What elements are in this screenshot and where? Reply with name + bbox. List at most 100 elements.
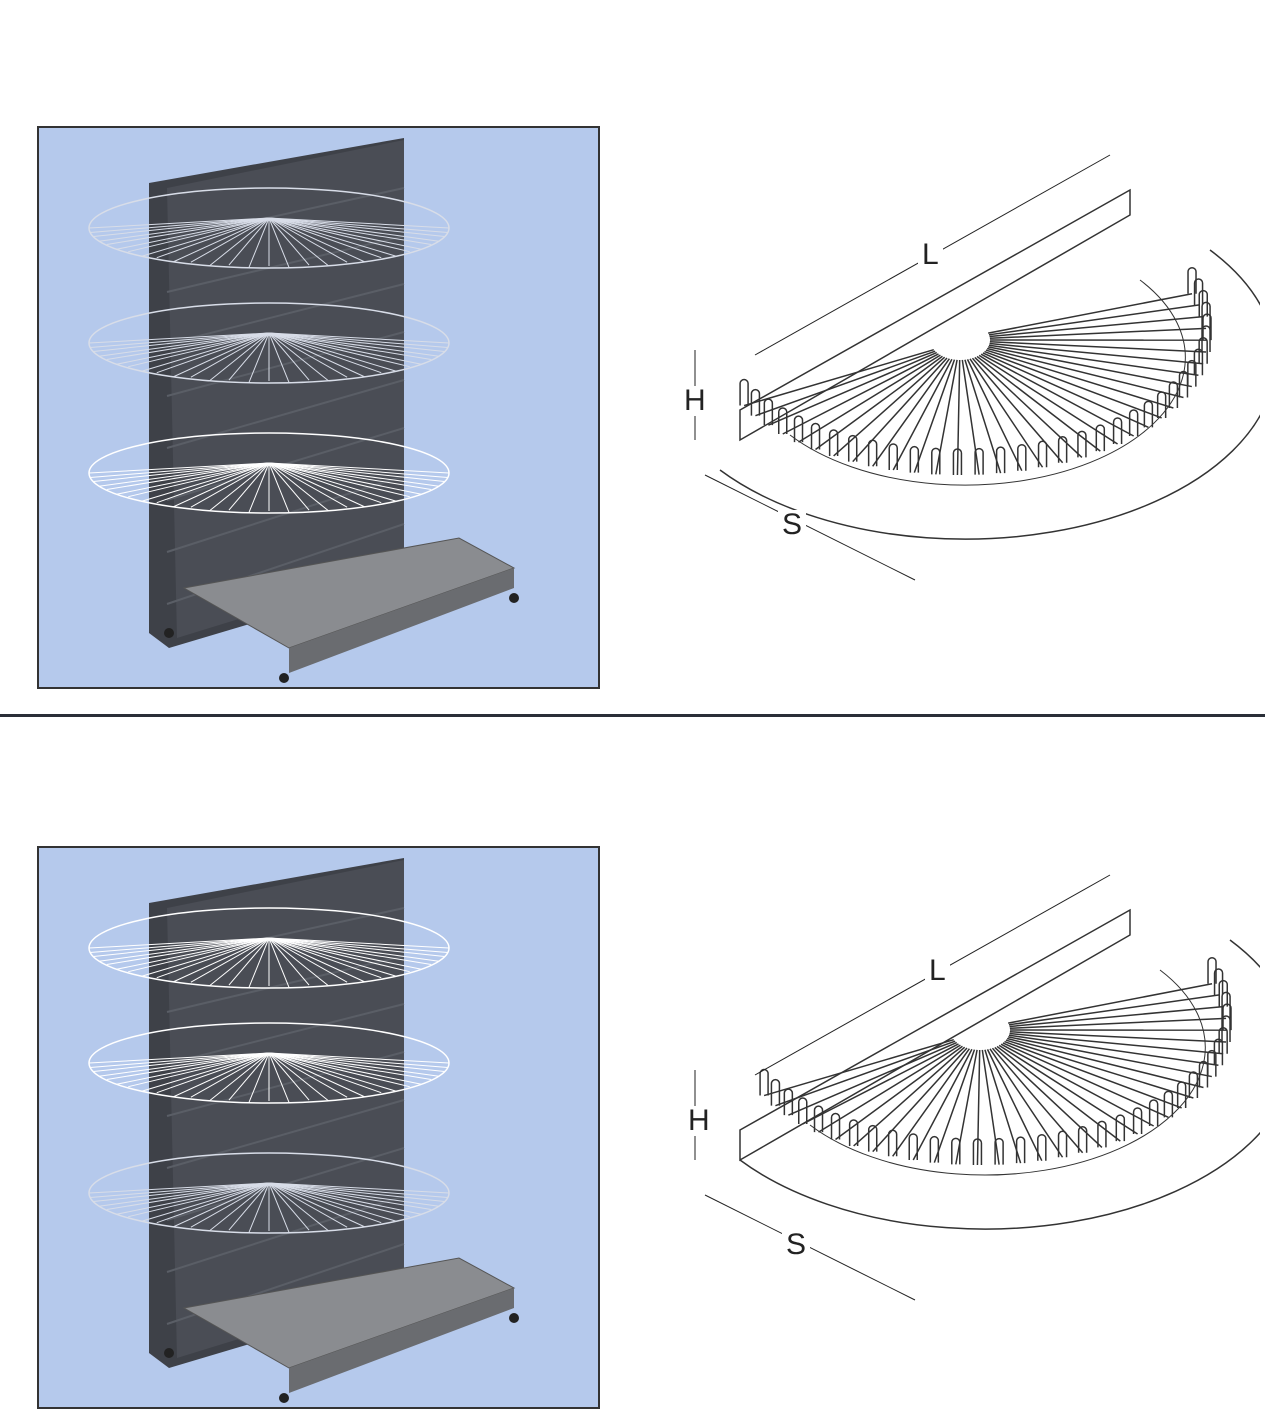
fan-basket-wire bbox=[248, 462, 270, 513]
fan-wire-hook bbox=[847, 434, 858, 462]
fan-wire-hook bbox=[1218, 979, 1229, 1007]
fan-basket-wire bbox=[190, 1052, 270, 1098]
fan-wire-hook bbox=[1187, 359, 1197, 387]
fan-basket-wire bbox=[268, 462, 310, 511]
fan-wire-spoke bbox=[872, 358, 951, 467]
panel-slat-line bbox=[166, 1195, 405, 1273]
fan-basket-wire bbox=[268, 332, 397, 372]
fan-basket-wire bbox=[268, 462, 397, 502]
fan-wire-hook bbox=[867, 1124, 878, 1152]
fan-basket-wire bbox=[268, 462, 348, 508]
panel-slat-line bbox=[166, 475, 405, 553]
fan-basket-wire bbox=[268, 1052, 422, 1085]
fan-basket-wire bbox=[268, 1052, 310, 1101]
fan-wire-spoke bbox=[964, 359, 1002, 474]
fan-basket-wire bbox=[173, 332, 270, 378]
fan-wire-hook bbox=[1201, 325, 1211, 352]
fan-wire-hook bbox=[1201, 301, 1211, 329]
fan-basket-wire bbox=[268, 462, 290, 513]
dimension-label-length: L bbox=[925, 956, 950, 986]
fan-basket-wire bbox=[268, 332, 329, 382]
fan-basket-wire bbox=[268, 217, 290, 268]
fan-wire-hook bbox=[1213, 1038, 1224, 1066]
shelving-render-panel-bottom bbox=[37, 846, 600, 1409]
fan-basket-wire bbox=[90, 462, 270, 478]
fan-basket-wire bbox=[128, 1182, 270, 1218]
fan-basket-wire bbox=[268, 217, 365, 263]
fan-basket-wire bbox=[268, 1182, 439, 1207]
fan-wire-hook bbox=[1057, 436, 1068, 463]
base-shelf-front bbox=[289, 1288, 514, 1393]
fan-wire-hook bbox=[929, 1135, 940, 1163]
fan-wire-hook bbox=[1176, 1081, 1187, 1108]
fan-basket-wire bbox=[268, 217, 310, 266]
fan-basket-wire bbox=[268, 937, 445, 957]
fan-wire-hook bbox=[1077, 430, 1087, 458]
fan-basket-wire bbox=[88, 937, 270, 949]
fan-basket-wire bbox=[268, 217, 348, 263]
fan-wire-spoke bbox=[782, 353, 939, 435]
fan-wire-hook bbox=[1015, 1136, 1026, 1164]
fan-wire-spoke bbox=[1009, 1031, 1227, 1043]
fan-basket-wire bbox=[268, 1052, 290, 1103]
fan-basket-wire bbox=[268, 217, 329, 267]
fan-basket-wire bbox=[156, 332, 270, 374]
fan-wire-spoke bbox=[989, 327, 1207, 340]
fan-wire-spoke bbox=[913, 359, 956, 473]
fan-basket-drawing-bottom: L H S bbox=[660, 860, 1265, 1340]
leveling-foot bbox=[164, 628, 174, 638]
fan-basket-wire bbox=[268, 1182, 450, 1194]
fan-wire-spoke bbox=[989, 315, 1204, 338]
fan-wire-spoke bbox=[1008, 994, 1219, 1026]
fan-basket-wire bbox=[268, 217, 445, 237]
fan-wire-hook bbox=[994, 1137, 1004, 1165]
fan-basket-wire bbox=[128, 462, 270, 498]
fan-wire-hook bbox=[1222, 1003, 1232, 1031]
fan-basket-wire bbox=[268, 1182, 397, 1222]
fan-basket-wire bbox=[90, 937, 270, 953]
fan-basket-wire bbox=[116, 937, 270, 970]
fan-wire-spoke bbox=[976, 1049, 981, 1166]
fan-wire-spoke bbox=[892, 1048, 971, 1157]
fan-basket-wire bbox=[190, 1182, 270, 1228]
fan-wire-spoke bbox=[985, 349, 1174, 409]
dimension-label-height: H bbox=[684, 1106, 714, 1136]
fan-wire-spoke bbox=[853, 1046, 966, 1147]
fan-basket-wire bbox=[106, 937, 270, 965]
fan-wire-hook bbox=[1188, 1071, 1199, 1098]
fan-wire-spoke bbox=[988, 304, 1199, 336]
fan-basket-wire bbox=[141, 217, 270, 257]
fan-basket-wire bbox=[268, 1182, 348, 1228]
fan-basket-wire bbox=[173, 1182, 270, 1228]
fan-basket-wire bbox=[268, 937, 329, 987]
fan-wire-hook bbox=[1178, 370, 1189, 398]
fan-basket-wire bbox=[268, 1052, 445, 1072]
fan-basket-wire bbox=[93, 217, 270, 237]
leveling-foot bbox=[279, 1393, 289, 1403]
fan-basket-wire bbox=[268, 1052, 439, 1077]
fan-basket-wire bbox=[268, 332, 450, 344]
fan-wire-spoke bbox=[743, 348, 934, 407]
fan-basket-wire bbox=[268, 332, 445, 352]
fan-basket-wire bbox=[268, 1182, 432, 1210]
fan-basket-wire bbox=[268, 937, 290, 988]
fan-basket-wire bbox=[268, 1182, 445, 1202]
fan-basket-wire bbox=[248, 1052, 270, 1103]
dimension-label-length: L bbox=[918, 240, 943, 270]
fan-basket-wire bbox=[268, 217, 448, 233]
fan-basket-wire bbox=[268, 1052, 397, 1092]
fan-basket-wire bbox=[268, 332, 410, 368]
fan-wire-hook bbox=[739, 378, 749, 406]
fan-wire-hook bbox=[770, 1078, 781, 1106]
fan-basket-wire bbox=[99, 1052, 270, 1077]
fan-basket-wire bbox=[268, 1052, 382, 1094]
fan-wire-spoke bbox=[996, 1045, 1121, 1142]
panel-slat-line bbox=[166, 1099, 405, 1169]
fan-wire-hook bbox=[1017, 443, 1027, 471]
fan-wire-spoke bbox=[986, 1049, 1043, 1162]
fan-basket-wire bbox=[268, 937, 448, 953]
fan-basket-wire bbox=[106, 217, 270, 245]
fan-wire-hook bbox=[974, 447, 984, 475]
fan-wire-hook bbox=[1112, 417, 1123, 444]
fan-wire-hook bbox=[1037, 440, 1048, 468]
